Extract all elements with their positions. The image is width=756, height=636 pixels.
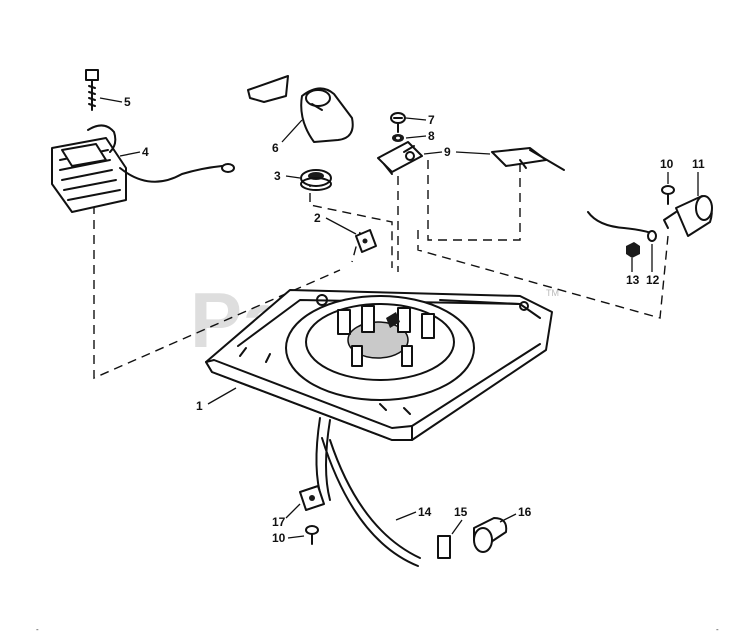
callout-11: 11 xyxy=(692,157,705,171)
callout-9: 9 xyxy=(444,145,451,159)
part-5-bolt xyxy=(85,69,99,111)
corner-mark-left: - xyxy=(36,625,39,634)
callout-10-lower: 10 xyxy=(272,531,286,545)
part-12-lead-wire xyxy=(587,211,657,242)
callout-16: 16 xyxy=(518,505,532,519)
part-16-boot xyxy=(473,517,508,553)
callout-4: 4 xyxy=(142,145,149,159)
part-7-screw xyxy=(390,112,406,133)
callout-2: 2 xyxy=(314,211,321,225)
callout-10-upper: 10 xyxy=(660,157,674,171)
callout-6: 6 xyxy=(272,141,279,155)
part-10-screw-upper xyxy=(661,185,675,205)
callout-7: 7 xyxy=(428,113,435,127)
callout-13: 13 xyxy=(626,273,640,287)
callout-12: 12 xyxy=(646,273,660,287)
part-8-washer xyxy=(392,134,404,142)
part-2-clip xyxy=(355,229,377,253)
callout-3: 3 xyxy=(274,169,281,183)
part-15-spring xyxy=(437,535,451,559)
callout-14: 14 xyxy=(418,505,432,519)
part-1-armature-plate xyxy=(205,289,553,441)
callout-15: 15 xyxy=(454,505,468,519)
part-13-nut xyxy=(626,242,640,258)
part-3-oil-seal xyxy=(300,169,332,191)
part-6-cam-follower xyxy=(247,75,354,143)
part-17-clamp xyxy=(299,485,325,511)
part-10-screw-lower xyxy=(305,525,319,545)
part-4-ignition-coil xyxy=(51,124,235,213)
part-9-breaker-points xyxy=(377,141,565,175)
callout-1: 1 xyxy=(196,399,203,413)
corner-mark-right: - xyxy=(716,625,719,634)
callout-5: 5 xyxy=(124,95,131,109)
callout-8: 8 xyxy=(428,129,435,143)
part-11-condenser xyxy=(663,195,713,237)
callout-17: 17 xyxy=(272,515,286,529)
watermark-trademark: TM xyxy=(546,288,559,298)
